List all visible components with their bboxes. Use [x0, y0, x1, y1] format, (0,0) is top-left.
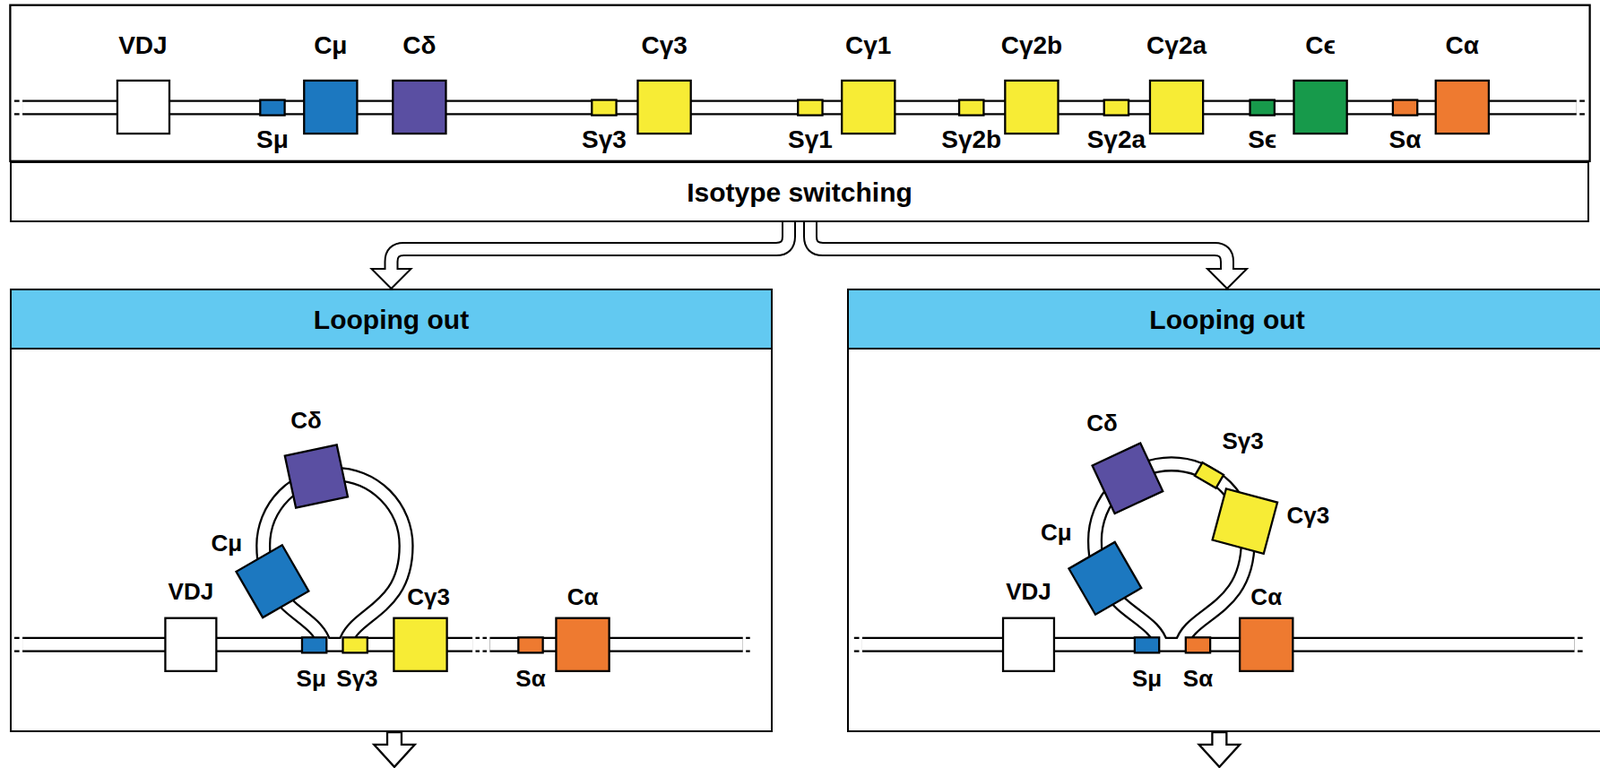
- loop-segment-label: Cα: [1250, 584, 1282, 611]
- segment-label: Cγ3: [640, 32, 687, 61]
- loop-segment-label: Cγ3: [1287, 502, 1331, 529]
- loop-segment-label: VDJ: [168, 579, 215, 606]
- arrow-inner: [810, 222, 1228, 272]
- process-band: Isotype switching: [9, 161, 1590, 223]
- segment-label: Sγ2a: [1087, 126, 1146, 155]
- segment-label: Sϵ: [1247, 126, 1277, 155]
- locus-frame: [9, 5, 1590, 162]
- segment-label: Cα: [1445, 32, 1479, 61]
- segment-label: Cδ: [402, 32, 436, 61]
- segment-label: Cγ2a: [1146, 32, 1207, 61]
- arrow-head: [371, 268, 412, 289]
- dna-strand-outline: [22, 107, 1577, 645]
- segment-label: Sμ: [256, 126, 289, 155]
- loop-segment-label: Cμ: [1040, 519, 1073, 546]
- loop-segment-label: Cα: [567, 584, 599, 611]
- segment-label: Sα: [1389, 126, 1422, 155]
- segment-label: Sγ3: [581, 126, 627, 155]
- loop-segment-label: Sα: [1183, 665, 1213, 692]
- segment-label: Cϵ: [1305, 32, 1336, 61]
- segment-label: Cγ1: [845, 32, 891, 61]
- loop-segment-label: Sα: [515, 665, 545, 692]
- loop-segment-label: Cμ: [210, 529, 243, 556]
- strand-break-dots: [14, 101, 1585, 652]
- loop-segment-label: VDJ: [1005, 579, 1052, 606]
- loop-segment-label: Sμ: [1132, 665, 1162, 692]
- result-panel: Looping out: [847, 288, 1600, 733]
- segment-label: Cγ2b: [1001, 32, 1063, 61]
- segment-label: Cμ: [313, 32, 347, 61]
- panel-heading: Looping out: [11, 290, 771, 350]
- loop-segment-label: Cδ: [1086, 410, 1118, 437]
- segment-label: VDJ: [118, 32, 167, 61]
- segment-label: Sγ2b: [941, 126, 1002, 155]
- loop-segment-label: Cδ: [290, 407, 322, 434]
- arrow-head: [1207, 268, 1247, 289]
- segment-label: Sγ1: [787, 126, 833, 155]
- result-panel: Looping out: [9, 288, 773, 733]
- panel-heading: Looping out: [848, 290, 1600, 350]
- loop-segment-label: Sγ3: [336, 665, 378, 692]
- right-loop-segments: [1003, 442, 1293, 671]
- hollow-arrow: [371, 222, 790, 289]
- dna-strand-inner: [22, 107, 1577, 645]
- loop-segment-label: Cγ3: [406, 584, 450, 611]
- loop-segment-label: Sγ3: [1221, 427, 1263, 454]
- loop-segment-label: Sμ: [296, 665, 327, 692]
- arrow-inner: [391, 222, 790, 272]
- outgoing-arrows: [373, 732, 1240, 768]
- hollow-arrow: [810, 222, 1247, 289]
- process-label: Isotype switching: [686, 177, 913, 208]
- left-loop-segments: [164, 444, 609, 671]
